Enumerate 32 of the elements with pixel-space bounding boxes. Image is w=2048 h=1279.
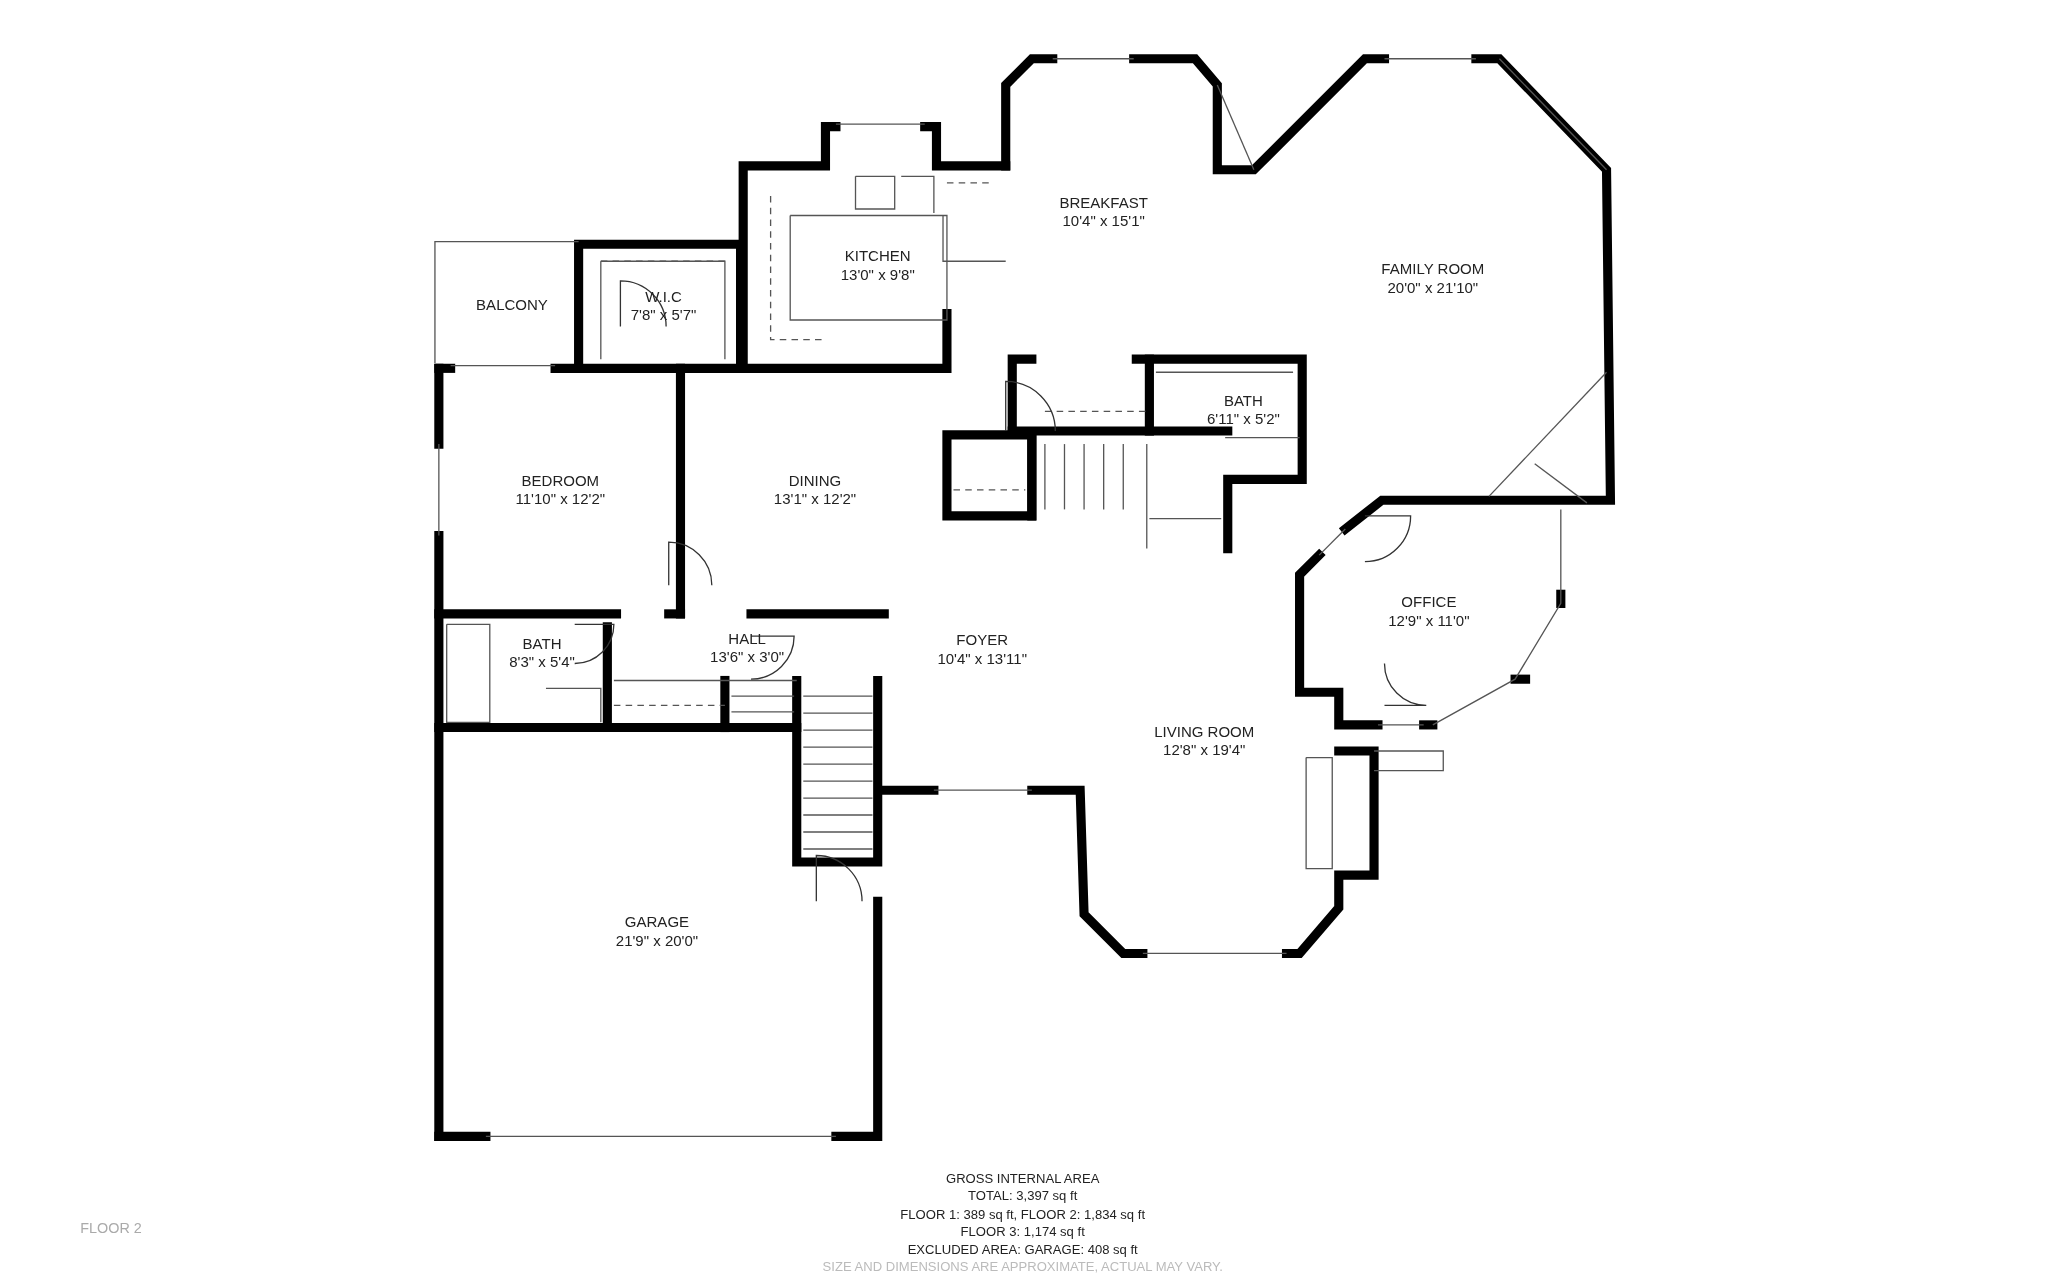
area-summary-line: EXCLUDED AREA: GARAGE: 408 sq ft [907,1241,1138,1259]
room-dimensions: 11'10" x 12'2" [515,490,606,509]
room-name: BREAKFAST [1059,193,1148,212]
room-dimensions: 21'9" x 20'0" [615,931,699,950]
room-dimensions: 13'6" x 3'0" [710,648,785,667]
room-name: BATH [1222,392,1264,411]
room-dimensions: 8'3" x 5'4" [509,653,575,672]
disclaimer-note: SIZE AND DIMENSIONS ARE APPROXIMATE, ACTUAL MAY VARY. [822,1259,1223,1276]
room-name: KITCHEN [843,247,912,266]
room-name: GARAGE [623,913,691,932]
room-name: BATH [521,635,563,654]
room-name: BALCONY [476,295,548,314]
room-name: FOYER [955,631,1010,650]
area-summary-line: TOTAL: 3,397 sq ft [968,1189,1078,1206]
room-dimensions: 12'9" x 11'0" [1388,611,1470,630]
room-name: DINING [787,471,843,490]
floor-label: FLOOR 2 [80,1219,142,1237]
room-dimensions: 10'4" x 15'1" [1061,211,1146,230]
room-dimensions: 10'4" x 13'11" [937,649,1027,668]
room-dimensions: 12'8" x 19'4" [1162,740,1247,759]
area-summary-line: FLOOR 1: 389 sq ft, FLOOR 2: 1,834 sq ft [900,1206,1145,1224]
room-dimensions: 13'0" x 9'8" [840,265,915,284]
room-name: OFFICE [1400,593,1458,612]
room-dimensions: 13'1" x 12'2" [773,490,857,509]
room-name: BEDROOM [520,471,601,490]
room-name: LIVING ROOM [1154,722,1255,741]
room-name: HALL [727,629,767,648]
room-name: FAMILY ROOM [1381,260,1485,279]
area-summary-line: GROSS INTERNAL AREA [946,1171,1100,1188]
room-dimensions: 6'11" x 5'2" [1206,410,1280,429]
area-summary-line: FLOOR 3: 1,174 sq ft [960,1224,1085,1241]
room-dimensions: 20'0" x 21'10" [1386,278,1480,297]
